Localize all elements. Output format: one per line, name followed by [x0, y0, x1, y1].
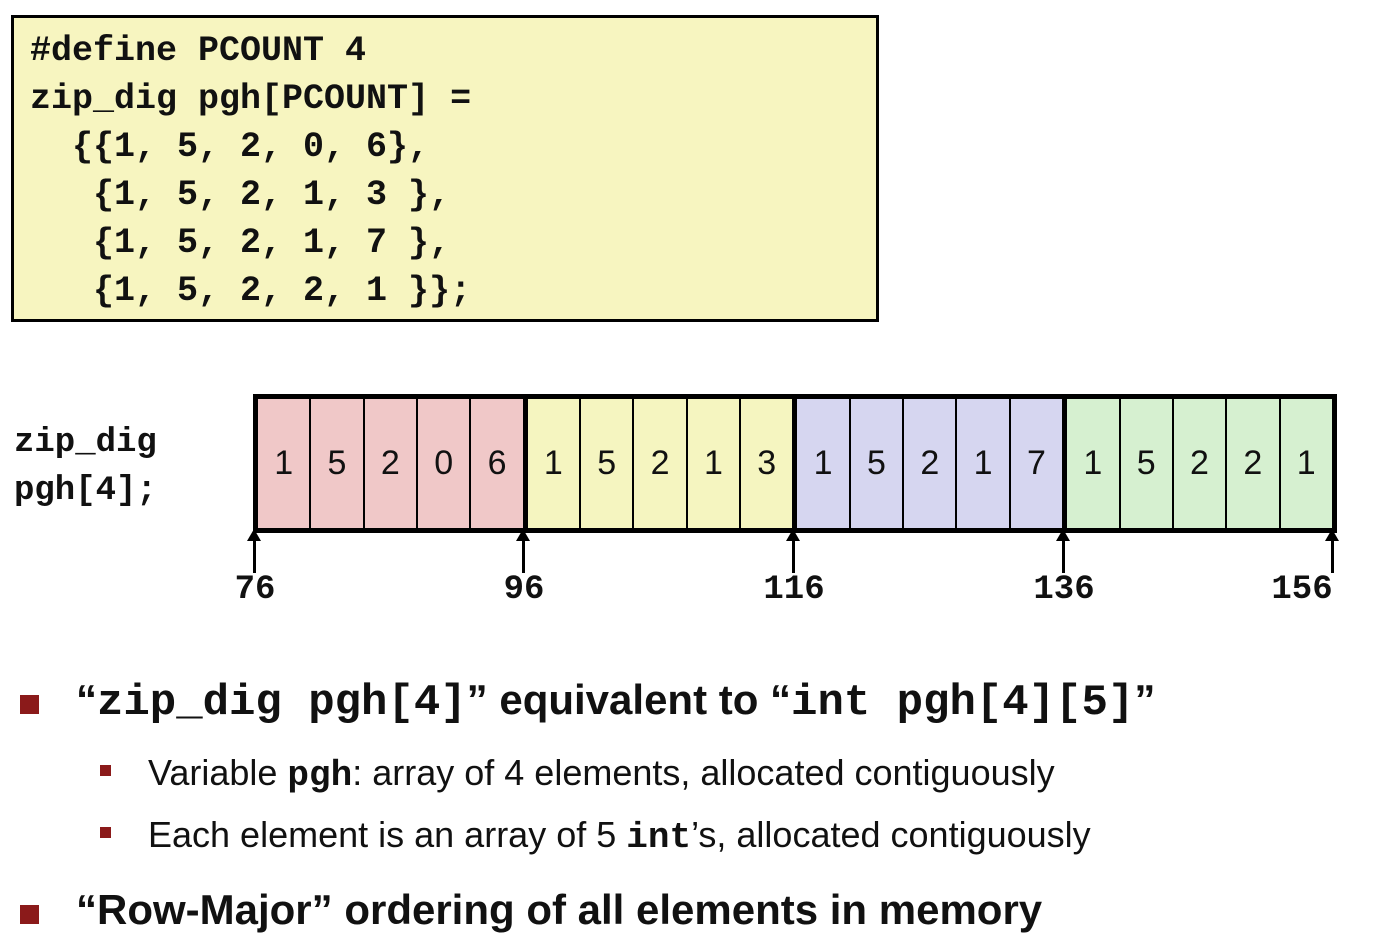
array-cell: 2: [634, 399, 688, 528]
text: : array of 4 elements, allocated contigu…: [352, 752, 1055, 793]
address-arrow: [1325, 529, 1339, 573]
code-line: #define PCOUNT 4: [30, 31, 367, 71]
code-block: #define PCOUNT 4 zip_dig pgh[PCOUNT] = {…: [11, 15, 879, 322]
text: Variable: [148, 752, 288, 793]
text: Each element is an array of 5: [148, 814, 627, 855]
code-text: int pgh[4][5]: [791, 678, 1135, 728]
code-text: int: [626, 817, 692, 858]
sub-bullet-marker: [100, 827, 111, 838]
address-label: 156: [1271, 571, 1333, 609]
array-cell: 1: [957, 399, 1011, 528]
array-cell: 2: [364, 399, 419, 528]
bullet-marker: [20, 695, 39, 714]
address-arrow: [786, 529, 800, 573]
array-cell: 5: [1120, 399, 1174, 528]
array-cell: 5: [850, 399, 905, 528]
address-arrow: [247, 529, 261, 573]
address-arrow: [1056, 529, 1070, 573]
code-line: {{1, 5, 2, 0, 6},: [30, 127, 430, 167]
quote: ”: [1134, 676, 1156, 723]
array-cell: 6: [471, 399, 528, 528]
code-text: pgh: [287, 755, 353, 796]
bullet-2: “Row-Major” ordering of all elements in …: [76, 886, 1043, 933]
bullet-marker: [20, 905, 39, 924]
address-label: 136: [1033, 571, 1095, 609]
sub-bullet-1: Variable pgh: array of 4 elements, alloc…: [148, 752, 1055, 796]
array-cell: 1: [1067, 399, 1121, 528]
address-label: 96: [503, 571, 545, 609]
array-cell: 3: [741, 399, 798, 528]
array-cell: 1: [797, 399, 851, 528]
code-line: {1, 5, 2, 2, 1 }};: [30, 271, 472, 311]
array-cell: 1: [258, 399, 312, 528]
array-cell: 2: [1173, 399, 1228, 528]
array-cell: 1: [527, 399, 582, 528]
address-arrow: [516, 529, 530, 573]
quote: “: [76, 676, 97, 723]
declaration-name: pgh[4];: [14, 472, 157, 510]
address-label: 116: [763, 571, 825, 609]
declaration-type: zip_dig: [14, 424, 157, 462]
array-cell: 5: [581, 399, 635, 528]
array-cell: 2: [904, 399, 958, 528]
code-line: {1, 5, 2, 1, 3 },: [30, 175, 451, 215]
array-cell: 2: [1227, 399, 1281, 528]
array-cell: 1: [687, 399, 742, 528]
code-line: zip_dig pgh[PCOUNT] =: [30, 79, 472, 119]
text: ’s, allocated contiguously: [691, 814, 1091, 855]
code-line: {1, 5, 2, 1, 7 },: [30, 223, 451, 263]
bullet-1: “zip_dig pgh[4]” equivalent to “int pgh[…: [76, 676, 1155, 728]
address-label: 76: [234, 571, 276, 609]
code-text: zip_dig pgh[4]: [97, 678, 467, 728]
sub-bullet-2: Each element is an array of 5 int’s, all…: [148, 814, 1091, 858]
array-cell: 7: [1010, 399, 1068, 528]
array-cell: 5: [311, 399, 365, 528]
sub-bullet-marker: [100, 765, 111, 776]
array-cell: 1: [1280, 399, 1332, 528]
text: ” equivalent to “: [466, 676, 792, 723]
array-cell: 0: [418, 399, 472, 528]
